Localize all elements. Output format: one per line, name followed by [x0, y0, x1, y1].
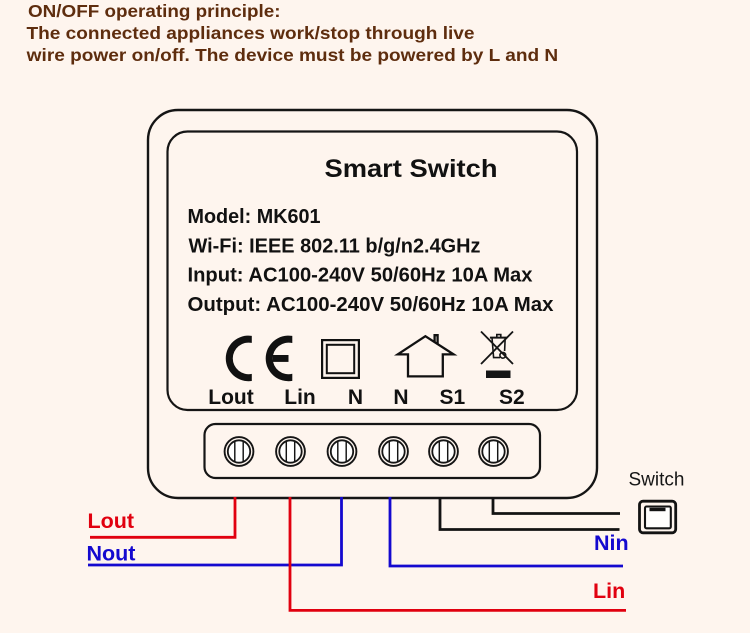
svg-text:Nin: Nin [594, 531, 629, 555]
svg-text:Lin: Lin [593, 579, 625, 603]
svg-text:Wi-Fi: IEEE 802.11 b/g/n2.4GHz: Wi-Fi: IEEE 802.11 b/g/n2.4GHz [189, 235, 481, 257]
svg-text:Output: AC100-240V 50/60Hz 10A: Output: AC100-240V 50/60Hz 10A Max [188, 294, 554, 316]
svg-text:S2: S2 [499, 386, 525, 409]
svg-text:Nout: Nout [87, 541, 136, 565]
svg-text:ON/OFF operating principle:: ON/OFF operating principle: [28, 1, 281, 21]
svg-text:Lin: Lin [284, 386, 316, 409]
svg-text:S1: S1 [439, 386, 465, 409]
svg-text:N: N [393, 386, 408, 409]
svg-text:Lout: Lout [88, 509, 135, 533]
svg-text:N: N [348, 386, 363, 409]
svg-text:wire power on/off. The device: wire power on/off. The device must be po… [26, 45, 559, 65]
svg-text:Input: AC100-240V 50/60Hz 10A: Input: AC100-240V 50/60Hz 10A Max [188, 265, 533, 287]
svg-text:Model: MK601: Model: MK601 [188, 206, 321, 228]
svg-text:The connected appliances work/: The connected appliances work/stop throu… [27, 23, 475, 43]
svg-text:Switch: Switch [629, 470, 685, 491]
svg-text:Smart Switch: Smart Switch [325, 155, 498, 183]
svg-text:Lout: Lout [208, 386, 253, 409]
